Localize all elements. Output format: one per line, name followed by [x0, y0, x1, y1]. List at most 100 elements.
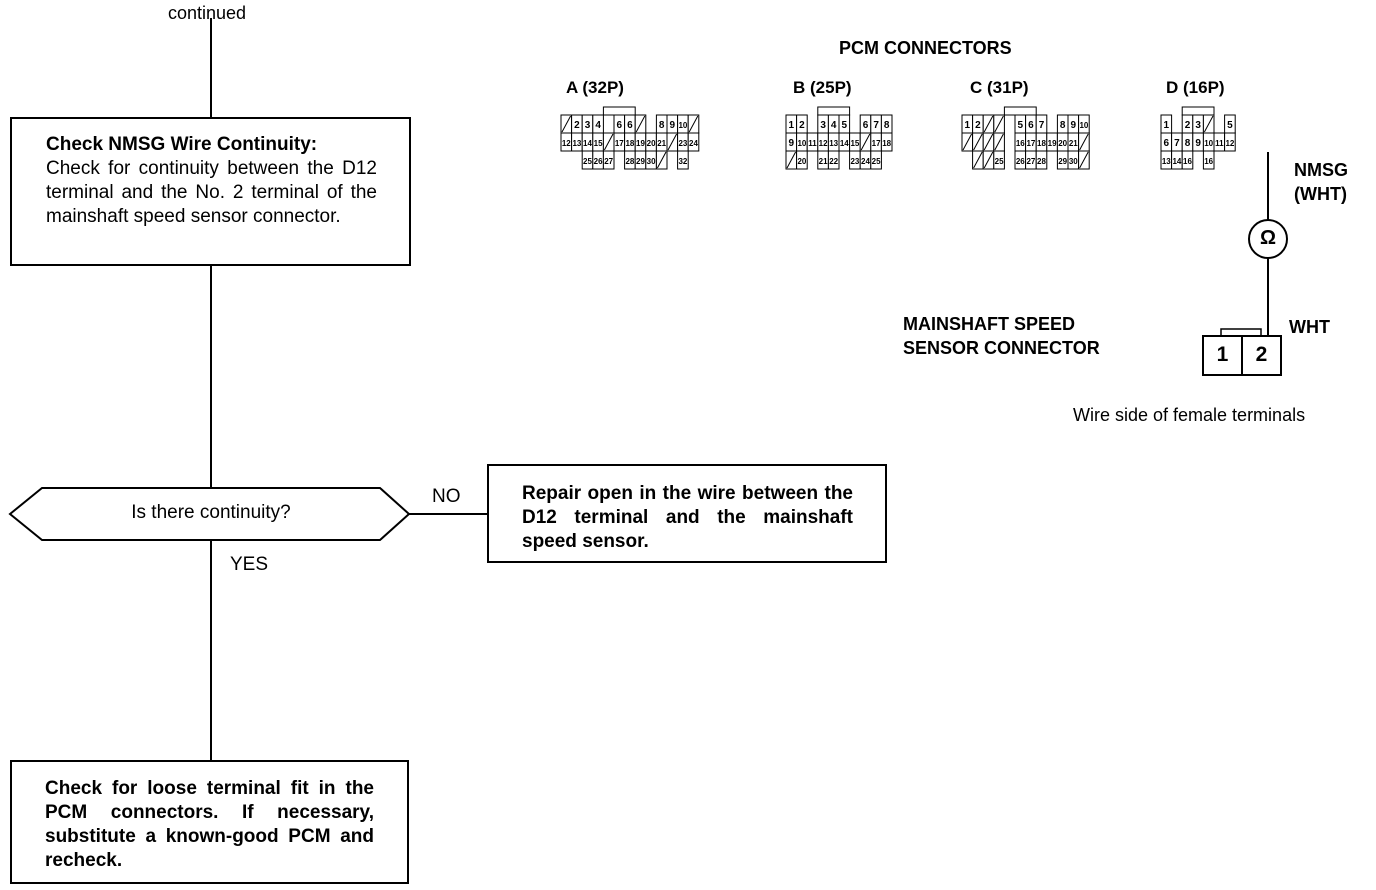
connector-label: A (32P): [566, 78, 624, 97]
terminal-number: 17: [615, 139, 624, 148]
terminal-number: 25: [583, 157, 592, 166]
unused-terminal-slash: [635, 115, 646, 133]
terminal-number: 30: [1069, 157, 1078, 166]
unused-terminal-slash: [860, 133, 871, 151]
terminal-number: 14: [1172, 157, 1181, 166]
step-check-nmsg-body: Check for continuity between the D12 ter…: [46, 158, 377, 227]
terminal-number: 21: [1069, 139, 1078, 148]
terminal-number: 26: [1016, 157, 1025, 166]
terminal-number: 5: [842, 120, 848, 131]
terminal-number: 9: [670, 120, 676, 131]
terminal-cell: [677, 150, 689, 170]
decision-question: Is there continuity?: [131, 502, 291, 523]
terminal-number: 29: [1058, 157, 1067, 166]
terminal-number: 6: [1164, 138, 1170, 149]
unused-terminal-slash: [603, 133, 614, 151]
terminal-cell: [1202, 150, 1215, 170]
unused-terminal-slash: [994, 133, 1004, 151]
check-loose-terminal-text: Check for loose terminal fit in the PCM …: [45, 778, 374, 871]
terminal-number: 14: [583, 139, 592, 148]
terminal-number: 6: [627, 120, 633, 131]
terminal-number: 23: [678, 139, 687, 148]
unused-terminal-slash: [983, 151, 994, 169]
terminal-number: 2: [975, 120, 981, 131]
terminal-number: 6: [617, 120, 623, 131]
step-check-nmsg-box: Check NMSG Wire Continuity: Check for co…: [10, 117, 411, 266]
step-check-nmsg-title: Check NMSG Wire Continuity:: [46, 134, 318, 155]
terminal-number: 10: [1204, 139, 1213, 148]
nmsg-label: NMSG: [1294, 160, 1348, 180]
terminal-number: 13: [1162, 157, 1171, 166]
terminal-number: 9: [789, 138, 795, 149]
terminal-number: 18: [1037, 139, 1046, 148]
nmsg-wire-color: (WHT): [1294, 184, 1347, 204]
pcm-connectors-title: PCM CONNECTORS: [839, 38, 1012, 58]
terminal-number: 4: [831, 120, 837, 131]
terminal-cell: [1035, 150, 1048, 170]
decision-diamond: [8, 487, 411, 541]
sensor-pin-2: 2: [1255, 343, 1268, 366]
unused-terminal-slash: [786, 151, 797, 169]
wire-side-note: Wire side of female terminals: [1073, 405, 1306, 425]
terminal-number: 13: [829, 139, 838, 148]
terminal-number: 1: [1164, 120, 1170, 131]
terminal-number: 16: [1016, 139, 1025, 148]
terminal-number: 2: [574, 120, 580, 131]
terminal-number: 5: [1018, 120, 1024, 131]
sensor-pin-1: 1: [1216, 343, 1229, 366]
repair-action-box: Repair open in the wire between the D12 …: [487, 464, 887, 563]
unused-terminal-slash: [561, 115, 572, 133]
terminal-number: 18: [625, 139, 634, 148]
unused-terminal-slash: [983, 133, 994, 151]
terminal-number: 20: [797, 157, 806, 166]
terminal-number: 1: [789, 120, 795, 131]
terminal-number: 8: [884, 120, 890, 131]
yes-label: YES: [230, 554, 269, 575]
terminal-cell: [796, 150, 808, 170]
terminal-number: 8: [659, 120, 665, 131]
terminal-number: 5: [1227, 120, 1233, 131]
unused-terminal-slash: [1203, 115, 1214, 133]
unused-terminal-slash: [983, 115, 994, 133]
sensor-connector-label-1: MAINSHAFT SPEED: [903, 314, 1076, 334]
unused-terminal-slash: [1079, 133, 1089, 151]
terminal-number: 7: [1039, 120, 1045, 131]
terminal-number: 26: [594, 157, 603, 166]
terminal-number: 25: [995, 157, 1004, 166]
terminal-number: 28: [1037, 157, 1046, 166]
terminal-number: 18: [882, 139, 891, 148]
sensor-connector-label-2: SENSOR CONNECTOR: [903, 338, 1100, 358]
terminal-number: 17: [872, 139, 881, 148]
terminal-cell: [1181, 150, 1194, 170]
terminal-number: 7: [1174, 138, 1180, 149]
wht-label: WHT: [1289, 317, 1330, 337]
terminal-number: 2: [799, 120, 805, 131]
terminal-number: 23: [850, 157, 859, 166]
terminal-number: 22: [829, 157, 838, 166]
ohm-symbol-text: Ω: [1259, 227, 1277, 249]
repair-action-text: Repair open in the wire between the D12 …: [522, 483, 853, 552]
terminal-number: 27: [1026, 157, 1035, 166]
terminal-number: 8: [1185, 138, 1191, 149]
terminal-number: 20: [647, 139, 656, 148]
terminal-cell: [870, 150, 882, 170]
terminal-number: 20: [1058, 139, 1067, 148]
continued-label: continued: [168, 3, 247, 23]
terminal-number: 4: [595, 120, 601, 131]
terminal-number: 21: [819, 157, 828, 166]
terminal-number: 11: [808, 139, 817, 148]
terminal-number: 12: [562, 139, 571, 148]
terminal-number: 6: [1028, 120, 1034, 131]
terminal-number: 32: [678, 157, 687, 166]
connector-label: C (31P): [970, 78, 1029, 97]
terminal-number: 10: [797, 139, 806, 148]
check-loose-terminal-box: Check for loose terminal fit in the PCM …: [10, 760, 409, 884]
terminal-number: 12: [819, 139, 828, 148]
unused-terminal-slash: [688, 115, 699, 133]
